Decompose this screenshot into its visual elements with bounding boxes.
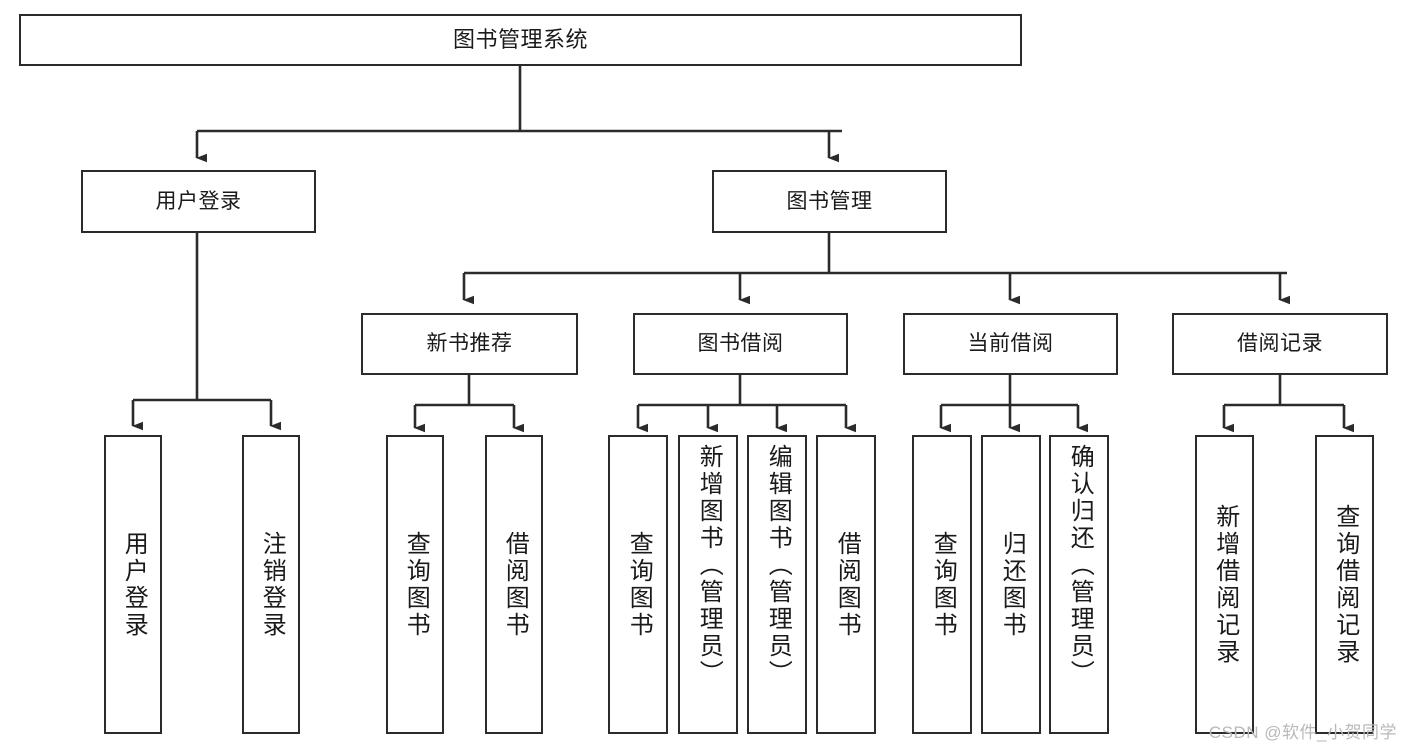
node-leaf-query-borrow-record[interactable]: 查询借阅记录: [1315, 435, 1374, 734]
node-borrow-records[interactable]: 借阅记录: [1172, 313, 1388, 375]
node-label: 归还图书: [998, 530, 1026, 639]
node-label: 用户登录: [155, 189, 242, 213]
node-leaf-borrow-books[interactable]: 借阅图书: [816, 435, 876, 734]
node-label: 当前借阅: [967, 332, 1054, 356]
node-leaf-logout[interactable]: 注销登录: [242, 435, 300, 734]
node-label: 编辑图书（管理员）: [764, 444, 792, 687]
node-leaf-confirm-return-admin[interactable]: 确认归还（管理员）: [1049, 435, 1109, 734]
node-leaf-borrow-books-newbook[interactable]: 借阅图书: [485, 435, 543, 734]
node-book-borrowing[interactable]: 图书借阅: [633, 313, 848, 375]
node-leaf-query-books-current[interactable]: 查询图书: [912, 435, 972, 734]
node-label: 查询图书: [402, 530, 430, 639]
node-label: 新增借阅记录: [1211, 503, 1239, 666]
node-label: 查询图书: [929, 530, 957, 639]
node-label: 查询图书: [625, 530, 653, 639]
node-label: 新增图书（管理员）: [695, 444, 723, 687]
node-label: 注销登录: [258, 530, 286, 639]
node-label: 查询借阅记录: [1331, 503, 1359, 666]
node-leaf-edit-book-admin[interactable]: 编辑图书（管理员）: [747, 435, 807, 734]
node-leaf-query-books-newbook[interactable]: 查询图书: [386, 435, 444, 734]
node-label: 图书借阅: [697, 332, 784, 356]
node-label: 借阅记录: [1237, 332, 1323, 356]
node-leaf-return-books[interactable]: 归还图书: [981, 435, 1041, 734]
node-label: 借阅图书: [833, 530, 861, 639]
node-current-borrowing[interactable]: 当前借阅: [903, 313, 1118, 375]
node-book-management[interactable]: 图书管理: [712, 170, 947, 233]
node-leaf-add-borrow-record[interactable]: 新增借阅记录: [1195, 435, 1254, 734]
node-label: 新书推荐: [426, 332, 513, 356]
node-root-book-management-system[interactable]: 图书管理系统: [19, 14, 1022, 66]
node-leaf-add-book-admin[interactable]: 新增图书（管理员）: [678, 435, 738, 734]
node-label: 图书管理系统: [452, 26, 588, 52]
node-label: 确认归还（管理员）: [1066, 444, 1094, 687]
node-user-login[interactable]: 用户登录: [81, 170, 316, 233]
node-label: 借阅图书: [501, 530, 529, 639]
node-label: 用户登录: [120, 530, 148, 639]
node-leaf-user-login[interactable]: 用户登录: [104, 435, 162, 734]
node-label: 图书管理: [786, 189, 873, 213]
csdn-watermark: CSDN @软件_小贺同学: [1208, 723, 1397, 742]
node-new-book-recommendation[interactable]: 新书推荐: [361, 313, 578, 375]
node-leaf-query-books-borrow[interactable]: 查询图书: [608, 435, 668, 734]
